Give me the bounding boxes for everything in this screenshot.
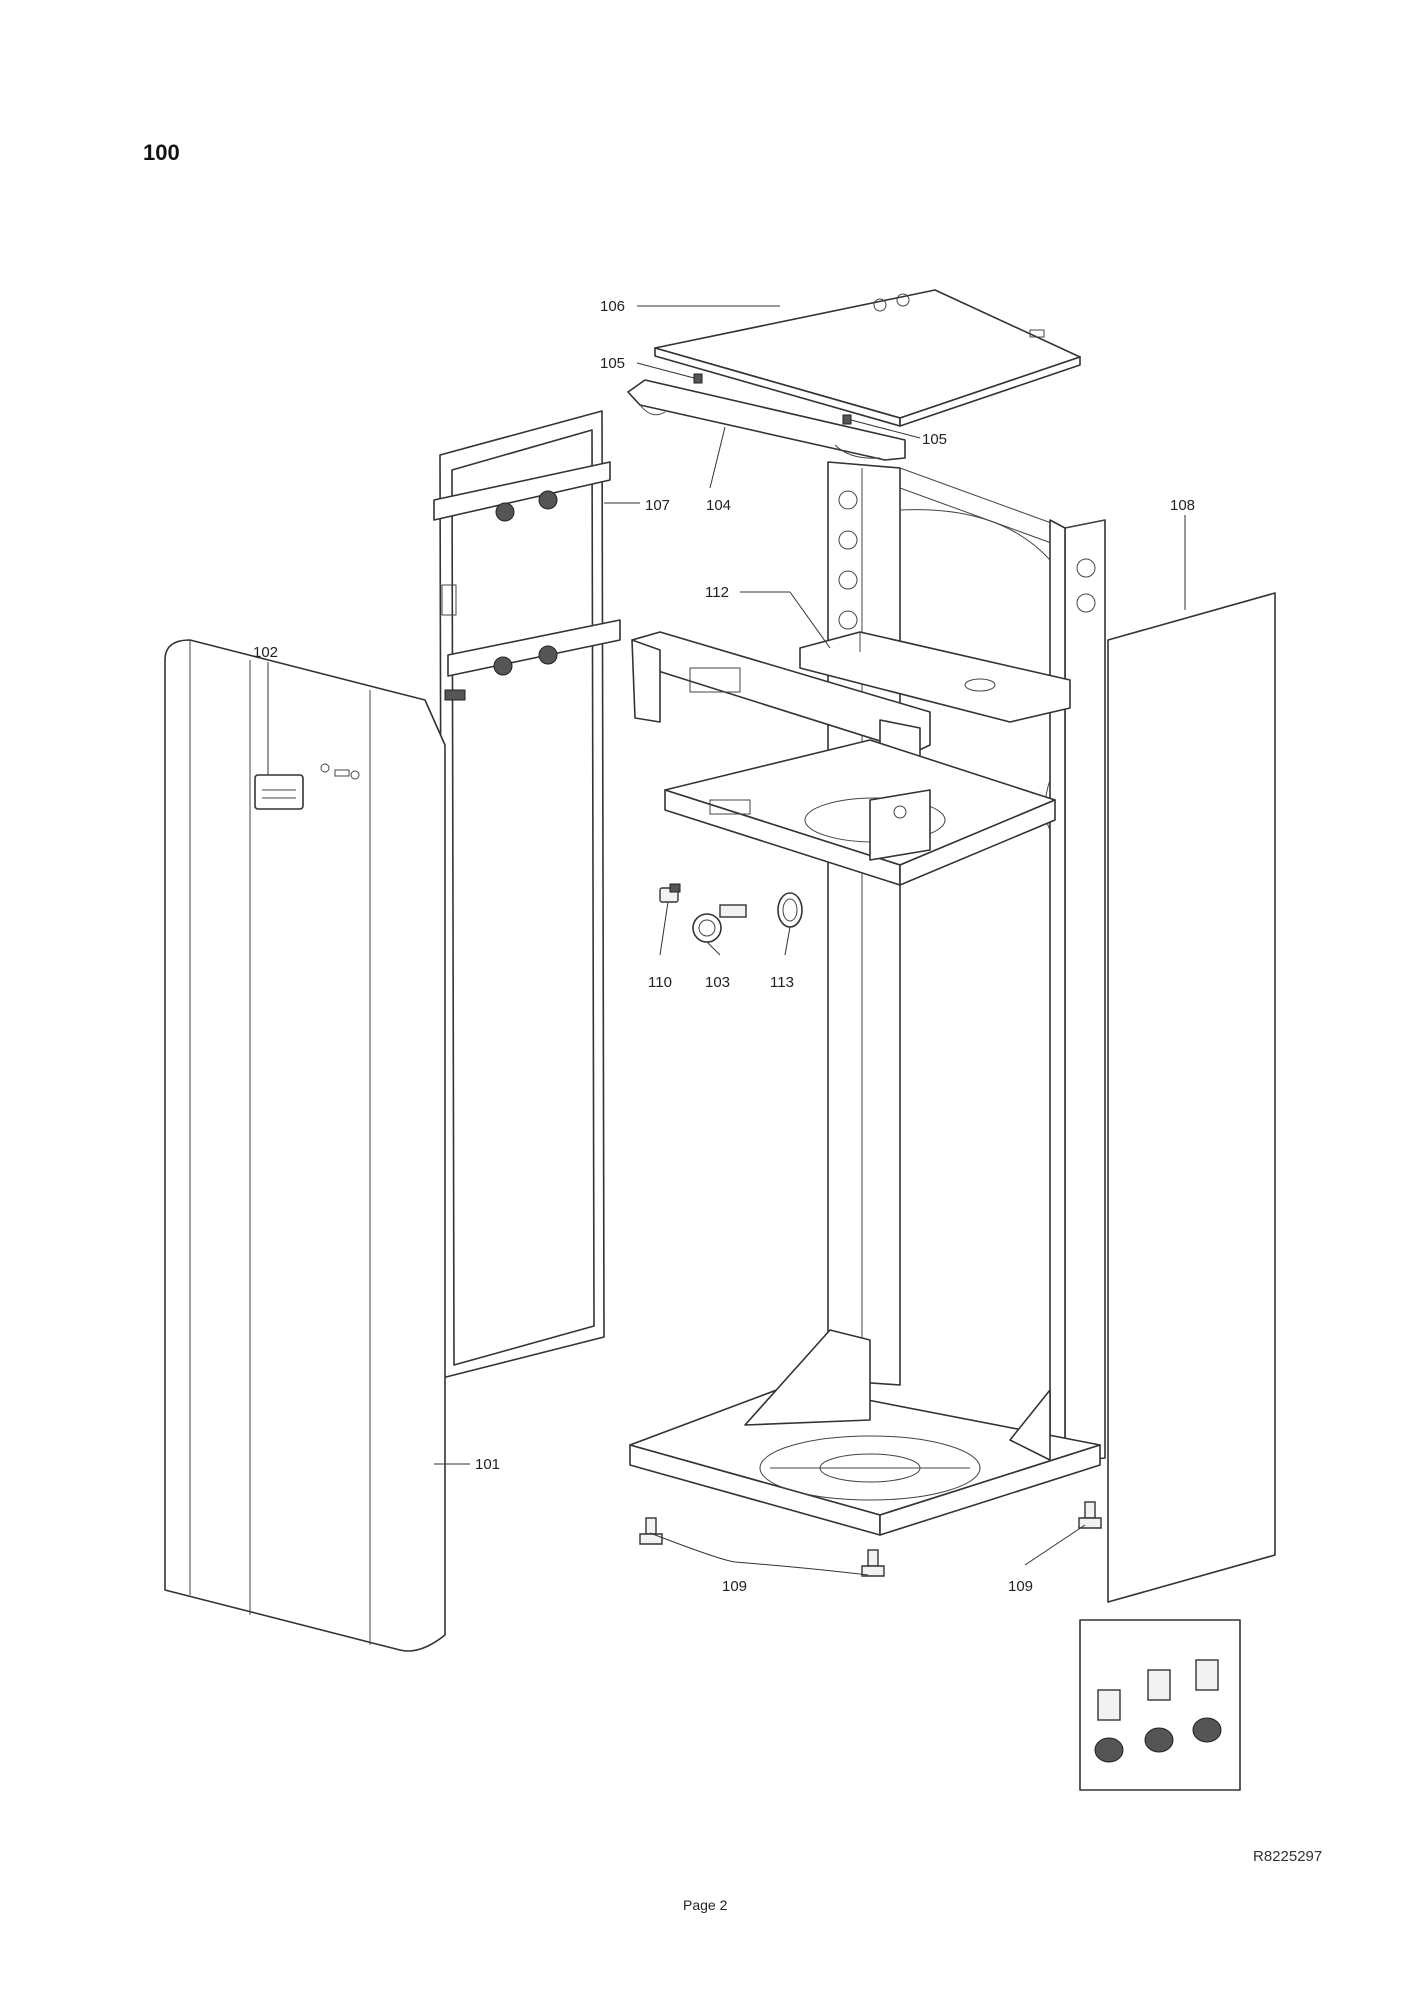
tray-111 [799, 631, 1071, 723]
control-panel-102 [254, 763, 360, 810]
fastener-105-left [693, 373, 703, 384]
side-panel-108 [1107, 592, 1276, 1603]
part-110 [659, 883, 681, 903]
hydraulic-panel-107 [433, 410, 621, 1379]
ring-112 [777, 892, 803, 928]
callout-109-right: 109 [1008, 1578, 1033, 1595]
callout-109-left: 109 [722, 1578, 747, 1595]
callout-102: 102 [253, 644, 278, 661]
callout-106: 106 [600, 298, 625, 315]
callout-108: 108 [1170, 497, 1195, 514]
electrical-bracket [631, 631, 931, 771]
callout-103: 103 [705, 974, 730, 991]
pressure-gauge-103 [692, 904, 747, 943]
top-cover-plate-106 [654, 289, 1081, 427]
callout-104: 104 [706, 497, 731, 514]
base-tray [629, 1329, 1101, 1536]
foot-109-left [639, 1517, 663, 1545]
callout-105-top: 105 [600, 355, 625, 372]
leader-lines [267, 305, 1186, 1576]
top-rail-104 [627, 379, 906, 461]
page-number: Page 2 [683, 1897, 728, 1913]
front-cover-101 [164, 639, 446, 1652]
callout-107: 107 [645, 497, 670, 514]
foot-109-middle [861, 1549, 885, 1577]
cable-gland-3 [1192, 1659, 1222, 1743]
figure-number: 100 [143, 140, 180, 165]
callout-101: 101 [475, 1456, 500, 1473]
callout-110: 110 [648, 974, 672, 991]
cable-gland-2 [1144, 1669, 1174, 1753]
fastener-105-right [842, 414, 852, 425]
middle-support-plate [664, 739, 1056, 886]
drawing-code: R8225297 [1253, 1848, 1323, 1865]
callout-112: 113 [770, 974, 794, 991]
main-frame [827, 461, 1106, 1463]
inset-box-113 [1079, 1619, 1241, 1791]
callout-105-right: 105 [922, 431, 947, 448]
foot-109-right [1078, 1501, 1102, 1529]
cable-gland-1 [1094, 1689, 1124, 1763]
callout-111: 112 [705, 584, 729, 601]
